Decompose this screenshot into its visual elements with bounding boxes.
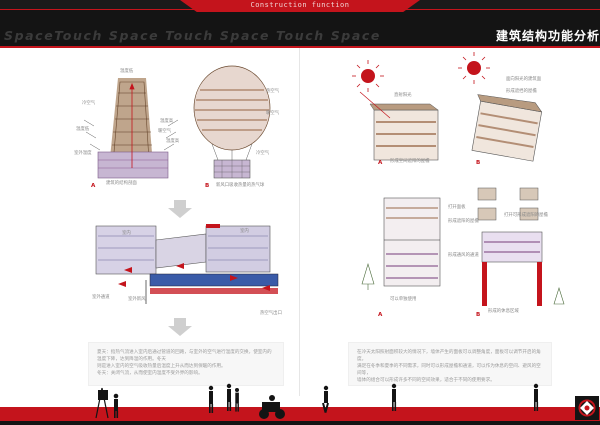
sketch-block-d (477, 187, 565, 306)
description-line: 冬天：关闭气流，从而使室内温度不受外界的影响。 (97, 371, 203, 376)
sun-icon (352, 60, 384, 92)
header-tab (180, 0, 420, 12)
sketch-note: 冷空气 (82, 101, 96, 106)
sketch-block-c (361, 197, 441, 290)
sketch-b-label: B (476, 160, 481, 166)
description-line: 夏天：指热气流进入室内后通过管道的回路，与室外的空气进行温度的交换，使室内的温度… (97, 350, 272, 362)
sketch-note: 温度高 (166, 139, 180, 144)
sketch-tower (83, 78, 179, 179)
sketch-note: 直射阳光 (394, 93, 412, 98)
sketch-block-a (359, 91, 439, 161)
sketch-caption: 建筑的结构剖面 (106, 181, 137, 186)
sketch-caption: 形成的休息区域 (488, 309, 519, 314)
person-icon (533, 383, 539, 411)
sketch-a-label: A (91, 183, 96, 189)
sketch-d-label: B (476, 312, 481, 318)
right-description: 在冷天太阳照射面积较大的情况下，墙体产生的面板可以调整角度，面板可以调节开启的角… (348, 342, 552, 386)
description-line: 墙体的组合可以形成许多不同的空间效果，适合于不同的使用要求。 (357, 378, 495, 383)
down-arrow-icon (168, 318, 192, 336)
page-title: 建筑结构功能分析 (496, 29, 600, 43)
sketch-note: 温度高 (160, 119, 174, 124)
left-description: 夏天：指热气流进入室内后通过管道的回路，与室外的空气进行温度的交换，使室内的温度… (88, 342, 284, 386)
left-sketches (83, 65, 279, 336)
sketch-note: 室外温度 (74, 151, 92, 156)
description-line: 在冷天太阳照射面积较大的情况下，墙体产生的面板可以调整角度，面板可以调节开启的角… (357, 350, 541, 362)
sketch-caption: 新风口吸收热量的热气球 (216, 183, 265, 188)
description-line: 则是进入室内的空气吸收热量后温度上升从而达到保暖的作用。 (97, 364, 226, 369)
sketch-note: 形成遮挡的屋檐 (506, 89, 537, 94)
person-icon (235, 388, 239, 412)
motorbike-icon (259, 395, 285, 419)
sketch-c-label: A (378, 312, 383, 318)
footer-silhouettes (95, 383, 539, 419)
sun-icon (458, 52, 490, 84)
sketch-b-label: B (205, 183, 210, 189)
sketch-note: 打开可形成遮阳的屋檐 (504, 213, 548, 218)
sketch-note: 冷空气 (256, 151, 270, 156)
person-icon (226, 383, 232, 411)
sketch-note: 形成遮阳的屋檐 (448, 219, 479, 224)
page-seam (299, 48, 300, 404)
section-note: 室内 (240, 229, 249, 234)
section-note: 室外新风 (128, 297, 146, 302)
header-marquee: SpaceTouch Space Touch Space Touch Space (4, 28, 381, 43)
section-note: 室内 (122, 231, 131, 236)
sketch-caption: 形成空间遮阳的屋檐 (390, 159, 430, 164)
easel-figure-icon (95, 387, 119, 419)
sketch-note: 温度低 (120, 69, 134, 74)
footer-black-bar (0, 421, 600, 425)
sketch-note: 打开面板 (448, 205, 466, 210)
header-underline (0, 46, 600, 48)
corner-logo-icon (575, 396, 599, 420)
description-line: 满足在冬季和夏季的不同需求，同时可以形成屋檐和通道，可以作为休息的空间、避风的空… (357, 364, 541, 376)
sketch-note: 暖空气 (158, 129, 172, 134)
person-icon (322, 385, 329, 413)
sketch-note: 面向阳光的建筑面 (506, 77, 542, 82)
sketch-note: 暖空气 (266, 111, 280, 116)
sketch-block-b (471, 94, 543, 162)
header-center-title: Construction function (250, 1, 350, 9)
section-note: 热空气出口 (260, 311, 282, 316)
down-arrow-icon (168, 200, 192, 218)
sketch-note: 温度低 (76, 127, 90, 132)
sketch-a-label: A (378, 160, 383, 166)
person-icon (208, 385, 214, 413)
footer-red-bar (0, 407, 600, 421)
sketch-section (95, 224, 279, 304)
sketch-note: 形成通风的通道 (448, 253, 479, 258)
sketch-balloon (193, 65, 271, 179)
section-note: 室外通道 (92, 295, 110, 300)
sketch-note: 热空气 (266, 89, 280, 94)
right-sketches (352, 52, 565, 306)
sketch-caption: 可以单独使用 (390, 297, 417, 302)
person-icon (391, 383, 397, 411)
